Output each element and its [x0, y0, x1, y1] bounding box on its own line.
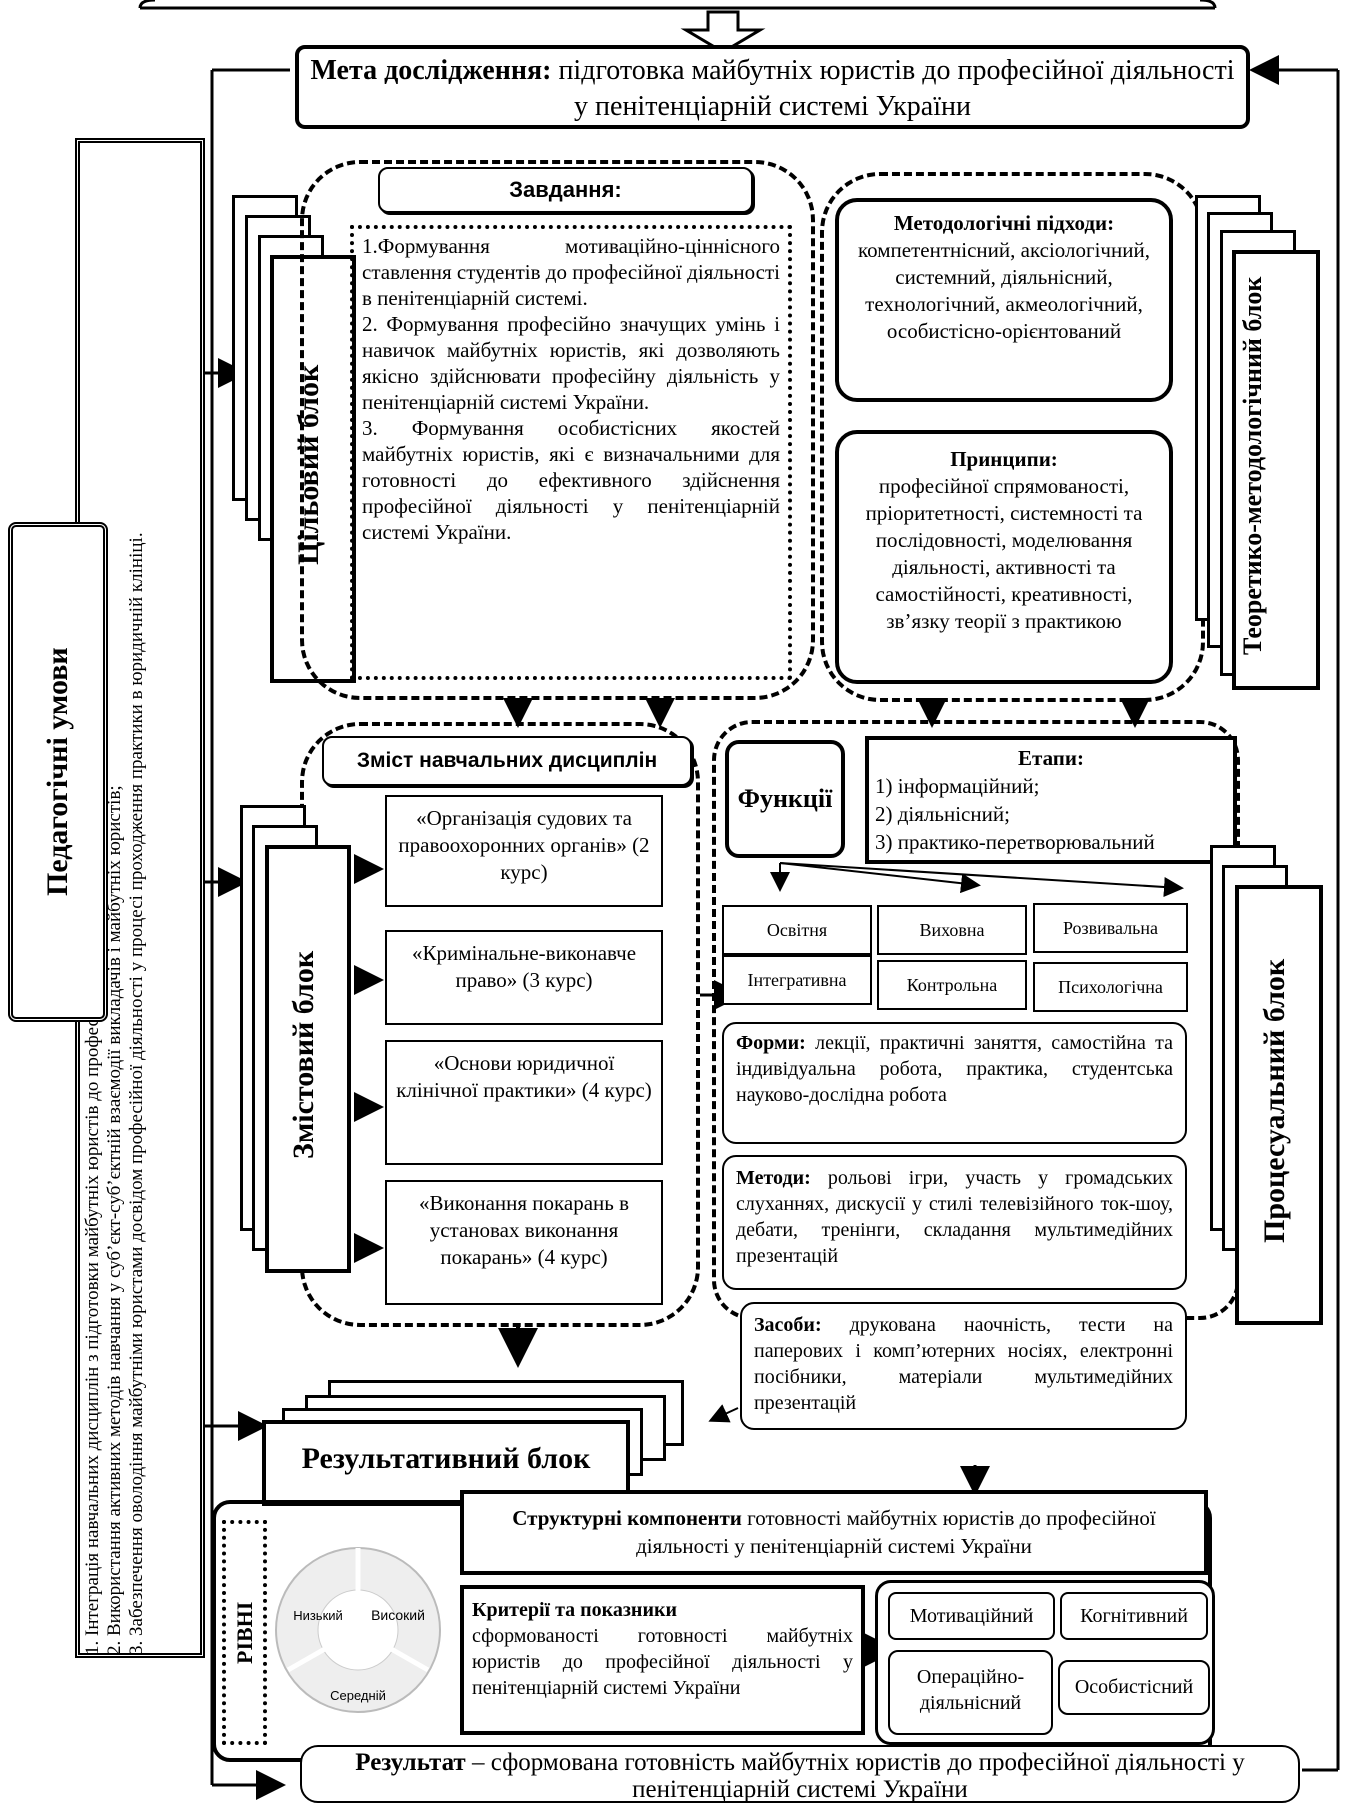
- component-cell: Мотиваційний: [888, 1592, 1055, 1640]
- function-cell: Контрольна: [877, 960, 1027, 1010]
- component-cell: Операційно-діяльнісний: [888, 1650, 1053, 1735]
- component-cell: Когнітивний: [1060, 1592, 1208, 1640]
- target-dashed-container: [300, 160, 815, 700]
- discipline-box: «Кримінальне-виконавче право» (3 курс): [385, 930, 663, 1025]
- task-item: 2. Формування професійно значущих умінь …: [362, 312, 780, 414]
- result-label: Результат: [355, 1749, 466, 1776]
- discipline-box: «Виконання покарань в установах виконанн…: [385, 1180, 663, 1305]
- task-item: 3. Формування особистісних якостей майбу…: [362, 416, 780, 544]
- task-item: 1.Формування мотиваційно-ціннісного став…: [362, 234, 780, 310]
- criteria-text: сформованості готовності майбутніх юрист…: [472, 1625, 853, 1699]
- function-cell: Освітня: [722, 905, 872, 955]
- criteria-bold: Критерії та показники: [472, 1599, 678, 1621]
- theory-block-label-box: Теоретико-методологічний блок: [1232, 250, 1320, 690]
- function-cell: Розвивальна: [1033, 903, 1188, 953]
- result-text: – сформована готовність майбутніх юристі…: [471, 1749, 1245, 1803]
- conditions-title-box: Педагогічні умови: [8, 522, 108, 1022]
- forms-box: Форми: лекції, практичні заняття, самост…: [722, 1022, 1187, 1144]
- stages-box: Етапи: 1) інформаційний; 2) діяльнісний;…: [865, 736, 1237, 864]
- approaches-text: компетентнісний, аксіологічний, системни…: [858, 238, 1150, 343]
- level-low: Низький: [293, 1608, 343, 1623]
- conditions-title: Педагогічні умови: [41, 647, 74, 897]
- goal-label: Мета дослідження:: [310, 55, 552, 86]
- components-text: готовності майбутніх юристів до професій…: [636, 1506, 1156, 1558]
- result-box: Результат – сформована готовність майбут…: [300, 1745, 1300, 1803]
- levels-box: РІВНІ: [222, 1520, 267, 1745]
- component-cell: Особистісний: [1058, 1660, 1210, 1715]
- levels-title: РІВНІ: [232, 1601, 257, 1664]
- goal-box: Мета дослідження: підготовка майбутніх ю…: [295, 45, 1250, 129]
- means-box: Засоби: друкована наочність, тести на па…: [740, 1302, 1187, 1430]
- process-block-label: Процесуальний блок: [1258, 958, 1291, 1244]
- function-cell: Виховна: [877, 905, 1027, 955]
- components-bold: Структурні компоненти: [512, 1506, 742, 1530]
- means-text: друкована наочність, тести на паперових …: [754, 1314, 1173, 1414]
- means-label: Засоби:: [754, 1314, 822, 1336]
- stages-title: Етапи:: [1018, 746, 1084, 770]
- approaches-title: Методологічні підходи:: [893, 211, 1115, 235]
- principles-title: Принципи:: [950, 447, 1058, 471]
- tasks-title: Завдання:: [378, 167, 753, 213]
- stage-item: 2) діяльнісний;: [875, 802, 1010, 826]
- target-block-label-box: Цільовий блок: [270, 255, 356, 683]
- methods-label: Методи:: [736, 1167, 811, 1189]
- function-cell: Психологічна: [1033, 962, 1188, 1012]
- goal-text: підготовка майбутніх юристів до професій…: [558, 55, 1235, 122]
- forms-text: лекції, практичні заняття, самостійна та…: [736, 1032, 1173, 1106]
- theory-block-label: Теоретико-методологічний блок: [1238, 276, 1267, 656]
- discipline-box: «Організація судових та правоохоронних о…: [385, 795, 663, 907]
- stage-item: 3) практико-перетворювальний: [875, 830, 1155, 854]
- levels-cycle-diagram: Низький Високий Середній: [275, 1547, 441, 1713]
- functions-title: Функції: [725, 740, 845, 858]
- discipline-box: «Основи юридичної клінічної практики» (4…: [385, 1040, 663, 1165]
- principles-box: Принципи: професійної спрямованості, прі…: [835, 430, 1173, 684]
- function-cell: Інтегративна: [722, 955, 872, 1005]
- content-title: Зміст навчальних дисциплін: [322, 736, 692, 786]
- stage-item: 1) інформаційний;: [875, 774, 1040, 798]
- forms-label: Форми:: [736, 1032, 806, 1054]
- condition-item: 3. Забезпечення оволодіння майбутніми юр…: [126, 532, 147, 1655]
- criteria-box: Критерії та показники сформованості гото…: [460, 1585, 865, 1735]
- approaches-box: Методологічні підходи: компетентнісний, …: [835, 198, 1173, 402]
- principles-text: професійної спрямованості, пріоритетност…: [865, 474, 1143, 633]
- process-block-label-box: Процесуальний блок: [1235, 885, 1323, 1325]
- content-block-label-box: Змістовий блок: [265, 845, 351, 1273]
- tasks-list-box: 1.Формування мотиваційно-ціннісного став…: [350, 225, 792, 680]
- methods-text: рольові ігри, участь у громадських слуха…: [736, 1167, 1173, 1267]
- hollow-down-arrow: [680, 10, 766, 54]
- content-block-label: Змістовий блок: [287, 950, 320, 1160]
- methods-box: Методи: рольові ігри, участь у громадськ…: [722, 1155, 1187, 1290]
- components-box: Структурні компоненти готовності майбутн…: [460, 1490, 1208, 1575]
- level-high: Високий: [371, 1607, 425, 1623]
- level-middle: Середній: [330, 1688, 386, 1703]
